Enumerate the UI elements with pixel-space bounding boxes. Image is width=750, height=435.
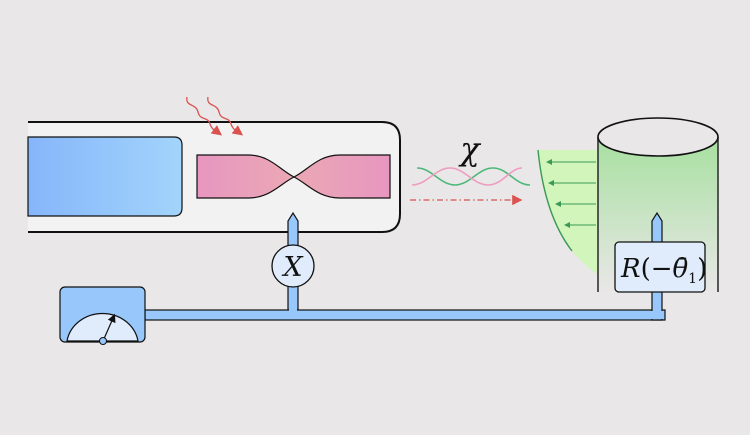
measurement-label: X xyxy=(281,252,304,283)
coupling-label: χ xyxy=(458,130,481,168)
coupled-waves xyxy=(411,167,531,186)
rotation-gate: R(−θ̄1) xyxy=(614,211,707,293)
rotation-label: R(−θ̄1) xyxy=(620,254,707,287)
rotation-close: ) xyxy=(697,254,707,284)
drive-field xyxy=(537,149,598,275)
rotation-open: (− xyxy=(641,254,673,284)
rotation-symbol: R xyxy=(620,254,641,284)
rotation-theta: θ̄ xyxy=(673,254,689,284)
squeezed-mode xyxy=(196,154,391,199)
meter-icon xyxy=(59,286,146,345)
noise-arrows xyxy=(186,96,244,136)
memory-block xyxy=(27,136,183,217)
measurement-x: X xyxy=(271,244,315,288)
cavity xyxy=(27,121,401,233)
rotation-subscript: 1 xyxy=(688,271,697,287)
